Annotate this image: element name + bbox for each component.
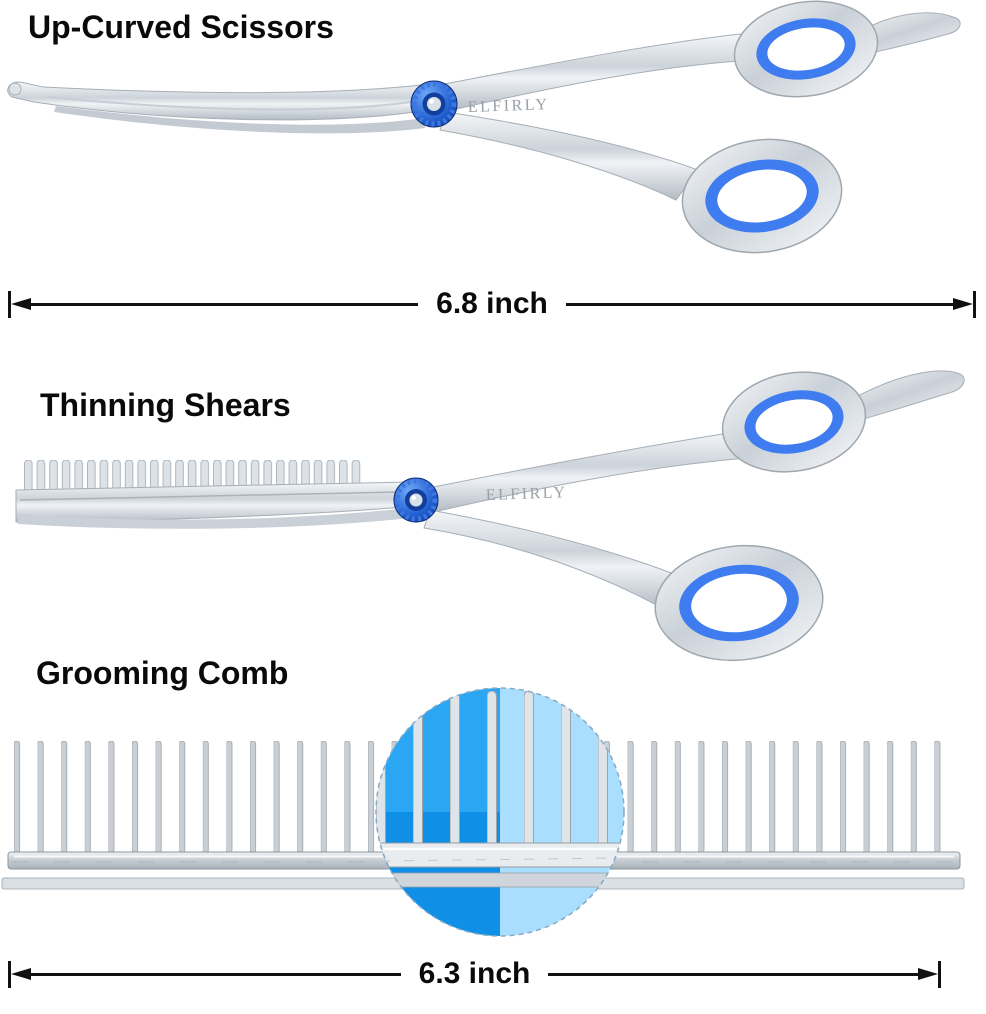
magnified-lower-rail (376, 872, 624, 888)
thinning-shears-photo: ELFIRLY (15, 370, 965, 662)
upper-shank (427, 431, 747, 513)
dimension-tick-right (973, 290, 976, 318)
dimension-segment (548, 972, 918, 976)
arrow-left-icon (11, 968, 31, 980)
arrow-left-icon (11, 298, 31, 310)
dimension-tick-left (8, 290, 11, 318)
dimension-segment (31, 972, 401, 976)
magnified-spine (376, 842, 624, 868)
dimension-line-scissors: 6.8 inch (8, 288, 976, 320)
dimension-label-scissors: 6.8 inch (436, 287, 548, 320)
top-finger-ring (733, 0, 879, 98)
arrow-right-icon (918, 968, 938, 980)
bottom-finger-ring (681, 138, 843, 254)
tension-knob (410, 80, 458, 128)
dimension-segment (565, 302, 953, 306)
dimension-label-comb: 6.3 inch (418, 957, 531, 990)
lower-shank (423, 509, 685, 609)
brand-engraving: ELFIRLY (468, 96, 550, 116)
plain-lower-blade (18, 508, 410, 529)
dimension-line-comb: 6.3 inch (8, 958, 941, 990)
bottom-finger-ring (654, 544, 824, 662)
blade-separation-line (19, 491, 401, 501)
blade-ridge-line (47, 96, 425, 111)
lower-shank (439, 111, 699, 201)
arrow-right-icon (953, 298, 973, 310)
finger-rest-horn (855, 12, 961, 57)
finger-rest-horn (857, 370, 965, 421)
grooming-comb-photo (1, 687, 965, 937)
lower-blade-edge (54, 106, 425, 134)
top-finger-ring (721, 371, 867, 473)
section-title-grooming-comb: Grooming Comb (36, 655, 289, 691)
dimension-tick-left (8, 960, 11, 988)
dimension-tick-right (938, 960, 941, 988)
dimension-segment (31, 302, 419, 306)
magnifier-view (376, 688, 624, 936)
section-title-thinning-shears: Thinning Shears (40, 387, 291, 423)
section-title-up-curved-scissors: Up-Curved Scissors (28, 9, 334, 45)
magnified-teeth (376, 691, 624, 847)
magnifier-outline (375, 687, 625, 937)
tension-knob (393, 477, 439, 523)
blade-safety-tip (8, 82, 22, 96)
brand-engraving: ELFIRLY (486, 484, 568, 504)
up-curved-scissors-photo: ELFIRLY (7, 0, 961, 254)
